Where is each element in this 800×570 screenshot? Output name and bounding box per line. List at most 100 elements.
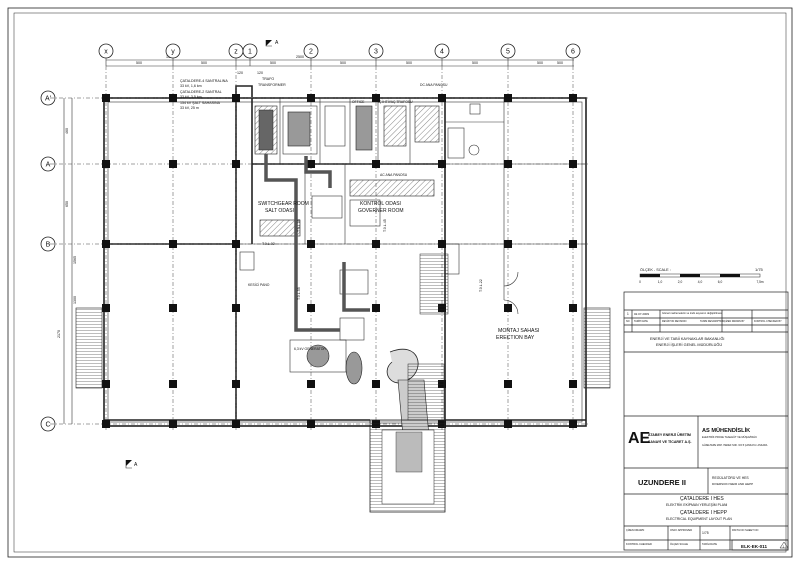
ac-panel: [383, 105, 407, 147]
cable-route-aux: [304, 156, 332, 188]
column: [307, 160, 315, 168]
column: [438, 94, 446, 102]
column: [372, 94, 380, 102]
owner-name-1: ATABEY ENERJİ ÜRETİM: [648, 432, 691, 437]
row-bubble: B: [40, 236, 56, 252]
column: [232, 240, 240, 248]
sheet-fields: ÇİZEN DRAWN KONTROL CHECKED ONAY APPROVED Ö…: [626, 527, 758, 546]
column: [438, 240, 446, 248]
column: [169, 304, 177, 312]
dimension-label: 500: [472, 61, 478, 65]
consultant-address: GÜZELTEPE MAH. HEDEF SOK. NO:5 ÇANKAYA /…: [702, 444, 768, 447]
column: [569, 160, 577, 168]
column: [569, 380, 577, 388]
dimension-label: 500: [340, 61, 346, 65]
sheet-field-label: KONTROL CHECKED: [626, 542, 652, 546]
row-bubble-label: B: [46, 242, 51, 249]
column: [504, 420, 512, 428]
office-label: OFFICE: [352, 100, 365, 104]
column-bubble-label: 1: [248, 49, 252, 56]
column-bubble: y: [165, 43, 181, 66]
row-bubble-label: A': [45, 96, 51, 103]
column: [372, 240, 380, 248]
sheet-field-label: ÖLÇEK SCALE: [670, 542, 688, 546]
revision-header: TANIM DESCRIPTION: [700, 320, 725, 323]
cable-note-1: ÇATALDERE-4 SANTRALINA: [180, 79, 228, 83]
revision-header: REVİZYON REVISION: [662, 320, 687, 323]
side-dimension-label: 1300: [73, 296, 77, 304]
column-bubble: 1: [242, 43, 258, 66]
column-bubble-label: 3: [374, 49, 378, 56]
scale-box-value: 1/75: [702, 531, 709, 535]
sheet-field-label: ÇİZEN DRAWN: [626, 527, 644, 532]
control-room-label: KONTROL ODASI: [360, 201, 401, 207]
row-bubble: C: [40, 416, 56, 432]
generator-icon: [306, 344, 330, 368]
column: [372, 160, 380, 168]
level-tag-2: T.0.L.25: [297, 219, 301, 232]
column-bubble-label: y: [171, 49, 175, 56]
drawing-subtitle-tr: ELEKTRİK EKİPMAN YERLEŞİM PLANI: [666, 502, 727, 507]
sheet-inner-border: [13, 12, 787, 553]
drawing-subtitle-en: ELECTRICAL EQUIPMENT LAYOUT PLAN: [666, 517, 732, 521]
level-tag-3: T.0.L.45: [383, 219, 387, 232]
dimension-label: 500: [406, 61, 412, 65]
authority-line-1: ENERJİ VE TABİİ KAYNAKLAR BAKANLIĞI: [650, 336, 725, 341]
cable-note-4: 33 kV, 3,5 km: [180, 95, 202, 99]
row-bubble: A': [40, 90, 56, 106]
sheet-field-label: ONAY APPROVED: [670, 528, 692, 532]
drawing-title-tr: ÇATALDERE I HES: [680, 496, 724, 502]
project-name: UZUNDERE II: [638, 478, 686, 487]
scale-tick-label: 2,0: [678, 280, 683, 284]
column-bubble-label: 5: [506, 49, 510, 56]
column: [569, 240, 577, 248]
column-bubble-label: z: [234, 49, 238, 56]
revision-header: ÇİZEN DRAWN BY: [724, 320, 745, 323]
scale-label: ÖLÇEK - SCALE :: [640, 268, 671, 272]
column: [307, 420, 315, 428]
dimension-label: 500: [270, 61, 276, 65]
column: [372, 380, 380, 388]
right-louver: [583, 307, 611, 389]
revision-triangle-value: 1: [783, 545, 785, 549]
level-tags: T.0.L.02 T.0.L.25 T.0.L.45 T.0.L.55 T.0.…: [262, 219, 483, 300]
row-bubble-label: A: [46, 162, 51, 169]
column: [504, 160, 512, 168]
generator-label: 6,3 kV GENERATÖR: [294, 347, 326, 351]
owner-logo: AE: [628, 430, 651, 447]
sheet-border: [7, 7, 793, 558]
sheet-field-label: TARİH DATE: [702, 541, 717, 546]
column: [232, 160, 240, 168]
revision-header: NO: [626, 320, 630, 323]
column: [232, 304, 240, 312]
project-type-en: DIVERSION WEIR AND HEPP: [712, 482, 753, 486]
column: [232, 380, 240, 388]
column: [169, 420, 177, 428]
erection-bay-label-tr: MONTAJ SAHASI: [498, 328, 539, 334]
column: [569, 94, 577, 102]
title-block: 1 02.07.2009 Görsel malzemelerin ve traf…: [623, 291, 789, 551]
column: [569, 304, 577, 312]
consultant-subtitle: ELEKTRİK PROJE TAAHHÜT VE MÜŞAVİRLİK: [702, 434, 757, 439]
column: [102, 304, 110, 312]
trafo-label-tr: TRAFO: [262, 77, 274, 81]
breaker-panel-label: KESİCİ PANO: [248, 282, 270, 287]
section-mark-label-bottom: A: [134, 462, 138, 468]
column: [169, 94, 177, 102]
column-bubble: 4: [434, 43, 450, 66]
switchgear-room-label-en: SALT ODASI: [265, 208, 294, 214]
side-dimension-label: 460: [65, 128, 69, 134]
dimension-label: 500: [136, 61, 142, 65]
column: [307, 94, 315, 102]
column: [102, 380, 110, 388]
transformer-2: [282, 105, 318, 155]
scale-ratio: 1/75: [755, 267, 764, 272]
row-grid-bubbles: A' A B C: [40, 90, 56, 432]
section-mark-bottom: A: [125, 460, 138, 469]
